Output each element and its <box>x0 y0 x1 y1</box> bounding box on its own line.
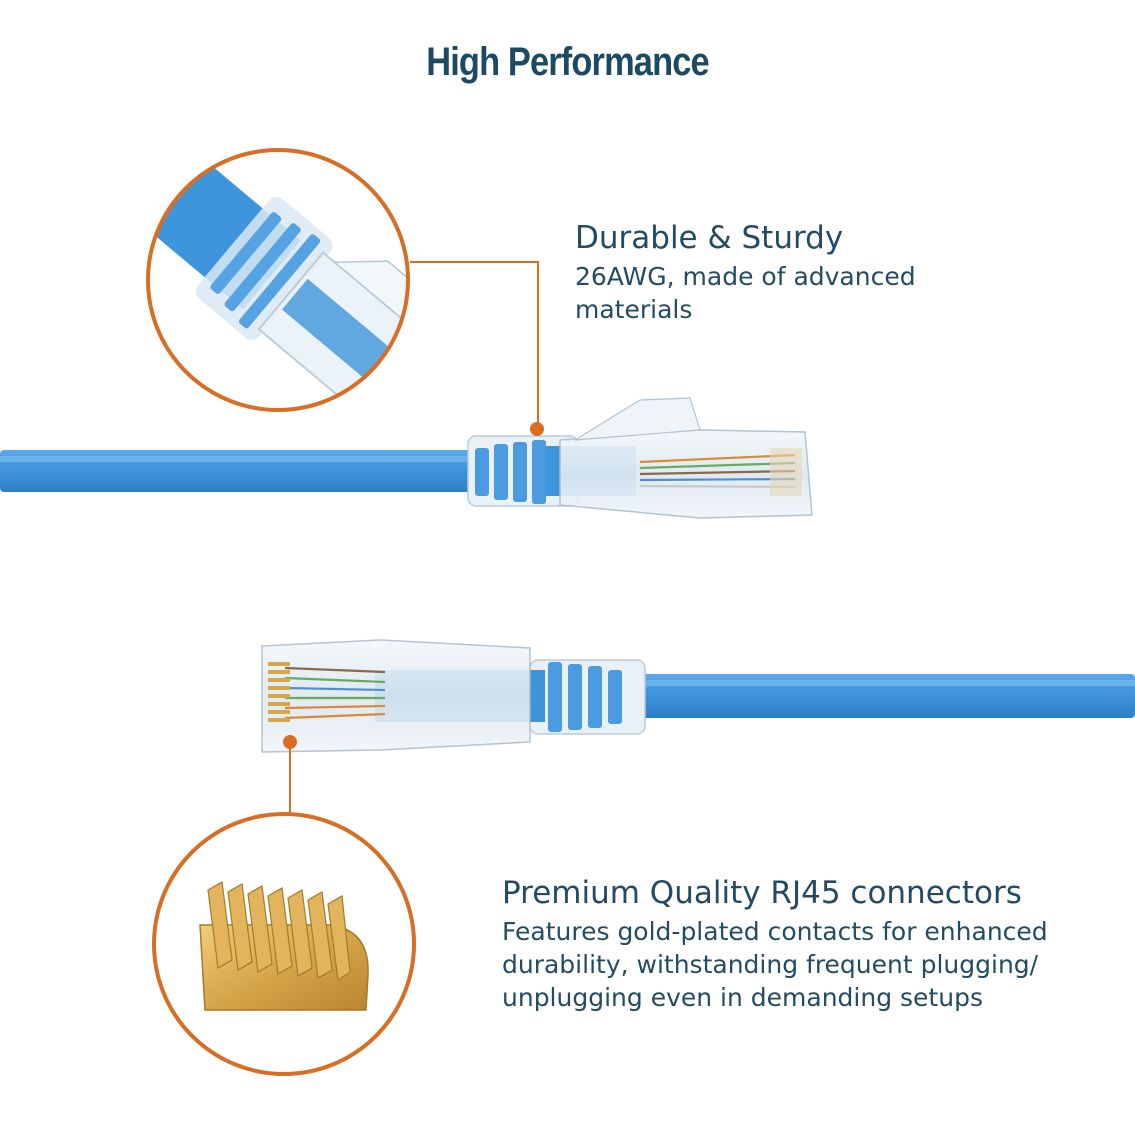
cable-boot-closeup-icon <box>146 148 410 412</box>
top-cable <box>0 397 813 519</box>
feature-heading: Durable & Sturdy <box>575 220 844 256</box>
feature-connectors: Premium Quality RJ45 connectors Features… <box>502 873 1102 1014</box>
feature-durable: Durable & Sturdy 26AWG, made of advanced… <box>575 218 995 326</box>
feature-description: 26AWG, made of advanced materials <box>575 262 916 324</box>
feature-heading: Premium Quality RJ45 connectors <box>502 875 1022 911</box>
bottom-cable <box>261 639 1135 753</box>
page-title: High Performance <box>426 40 709 84</box>
gold-contacts-closeup-icon <box>152 812 416 1076</box>
top-callout-line <box>410 261 539 424</box>
feature-description: Features gold-plated contacts for enhanc… <box>502 917 1048 1012</box>
